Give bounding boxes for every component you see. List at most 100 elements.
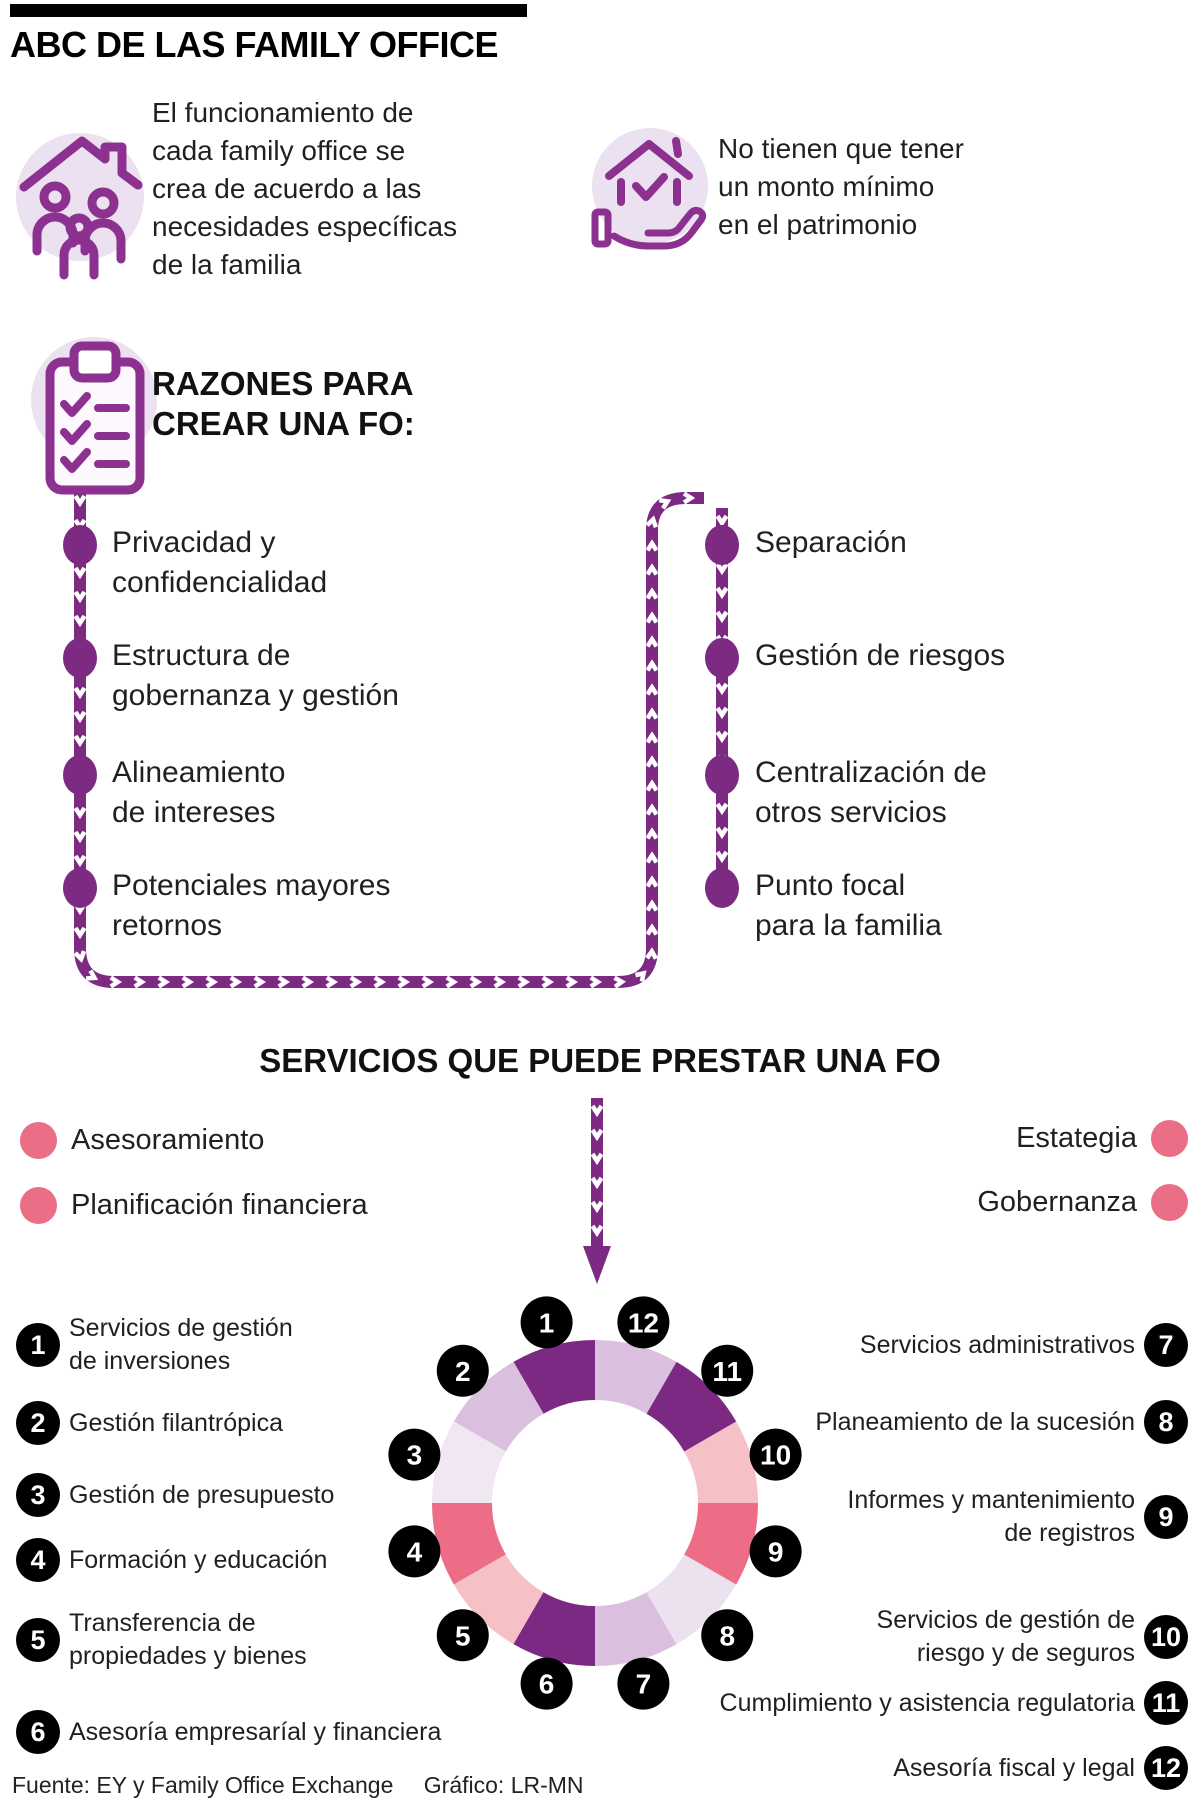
intro-left-line: de la familia <box>152 249 302 280</box>
donut-number-badge <box>701 1344 754 1397</box>
chain-dot-icon <box>705 755 739 795</box>
service-list-line: Cumplimiento y asistencia regulatoria <box>719 1688 1135 1717</box>
service-list-item: Cumplimiento y asistencia regulatoria 11 <box>720 1666 1188 1740</box>
donut-segment <box>684 1421 758 1503</box>
arrow-down-icon <box>583 1246 611 1284</box>
intro-left-text: El funcionamiento de cada family office s… <box>152 94 457 284</box>
service-list-line: Asesoría fiscal y legal <box>893 1753 1135 1782</box>
intro-right-line: en el patrimonio <box>718 209 918 240</box>
svg-text:1: 1 <box>539 1307 555 1338</box>
service-list-item: 2 Gestión filantrópica <box>16 1386 283 1460</box>
services-title: SERVICIOS QUE PUEDE PRESTAR UNA FO <box>259 1042 941 1079</box>
chain-dot-icon <box>705 525 739 565</box>
svg-text:2: 2 <box>455 1356 471 1387</box>
donut-number-badge <box>520 1657 573 1710</box>
intro-left-line: El funcionamiento de <box>152 97 414 128</box>
reason-item: Estructura de gobernanza y gestión <box>112 636 399 716</box>
service-list-label: Informes y mantenimiento de registros <box>847 1484 1135 1550</box>
service-tag: Planificación financiera <box>20 1185 368 1225</box>
svg-text:8: 8 <box>719 1620 735 1651</box>
service-tag-label: Planificación financiera <box>71 1188 368 1221</box>
service-list-label: Transferencia de propiedades y bienes <box>69 1607 307 1673</box>
reason-line: Gestión de riesgos <box>755 639 1006 672</box>
service-list-line: propiedades y bienes <box>69 1642 307 1670</box>
reason-line: Privacidad y <box>112 526 276 559</box>
intro-right-line: un monto mínimo <box>718 171 935 202</box>
donut-number-badge <box>701 1609 754 1662</box>
service-number-badge: 1 <box>16 1323 60 1367</box>
reason-line: Separación <box>755 526 907 559</box>
donut-number-badge <box>388 1525 441 1578</box>
pink-dot-icon <box>20 1121 57 1159</box>
reason-line: gobernanza y gestión <box>112 679 399 712</box>
intro-left-line: crea de acuerdo a las <box>152 173 422 204</box>
service-number-badge: 5 <box>16 1618 60 1662</box>
donut-segment <box>453 1554 544 1645</box>
service-tag: Asesoramiento <box>20 1120 264 1160</box>
service-list-line: Servicios de gestión de <box>876 1606 1135 1634</box>
service-list-line: riesgo y de seguros <box>916 1639 1135 1667</box>
service-tag: Gobernanza <box>977 1182 1188 1222</box>
service-list-item: Servicios de gestión de riesgo y de segur… <box>877 1600 1188 1674</box>
chain-dot-icon <box>705 868 739 908</box>
donut-segment <box>432 1421 506 1503</box>
service-number-badge: 11 <box>1144 1681 1188 1725</box>
service-number-badge: 12 <box>1144 1746 1188 1790</box>
chain-dot-icon <box>63 638 97 678</box>
service-number-badge: 2 <box>16 1401 60 1445</box>
service-list-line: Gestión de presupuesto <box>69 1480 335 1509</box>
donut-segment <box>513 1592 595 1666</box>
service-list-label: Servicios de gestión de riesgo y de segur… <box>877 1604 1135 1670</box>
donut-segment <box>432 1503 506 1585</box>
service-number-badge: 4 <box>16 1538 60 1582</box>
service-list-label: Cumplimiento y asistencia regulatoria <box>720 1687 1135 1720</box>
donut-number-badge <box>749 1428 802 1481</box>
service-tag-label: Gobernanza <box>977 1185 1137 1218</box>
reason-line: para la familia <box>755 909 942 942</box>
reason-line: Estructura de <box>112 639 291 672</box>
donut-number-badge <box>617 1657 670 1710</box>
service-list-label: Gestión filantrópica <box>69 1407 283 1440</box>
pink-dot-icon <box>1151 1119 1188 1157</box>
donut-number-badge <box>436 1344 489 1397</box>
svg-text:3: 3 <box>407 1440 423 1471</box>
service-list-item: Planeamiento de la sucesión 8 <box>815 1385 1188 1459</box>
service-number-badge: 8 <box>1144 1400 1188 1444</box>
service-list-label: Servicios administrativos <box>860 1329 1135 1362</box>
service-list-line: Informes y mantenimiento <box>847 1486 1135 1514</box>
svg-text:6: 6 <box>539 1669 555 1700</box>
footer-credit: Gráfico: LR-MN <box>423 1772 584 1798</box>
donut-number-badge <box>749 1525 802 1578</box>
svg-text:5: 5 <box>455 1620 471 1651</box>
family-house-icon <box>16 133 144 280</box>
service-list-line: de registros <box>1004 1519 1135 1547</box>
service-list-label: Gestión de presupuesto <box>69 1479 334 1512</box>
footer-source: Fuente: EY y Family Office Exchange <box>12 1772 394 1798</box>
reason-line: confidencialidad <box>112 566 328 599</box>
service-list-item: 5 Transferencia de propiedades y bienes <box>16 1603 307 1677</box>
donut-segment <box>453 1361 544 1452</box>
donut-segment <box>646 1554 737 1645</box>
intro-left-line: cada family office se <box>152 135 406 166</box>
reasons-title-line: RAZONES PARA <box>152 365 414 402</box>
donut-segment <box>595 1592 677 1666</box>
donut-number-badge <box>520 1296 573 1349</box>
service-list-label: Formación y educación <box>69 1544 327 1577</box>
service-tag-label: Asesoramiento <box>71 1123 265 1156</box>
service-list-label: Planeamiento de la sucesión <box>815 1406 1135 1439</box>
chain-dot-icon <box>63 755 97 795</box>
donut-number-badge <box>617 1296 670 1349</box>
service-list-line: Planeamiento de la sucesión <box>815 1407 1135 1436</box>
service-list-line: Gestión filantrópica <box>69 1408 284 1437</box>
service-number-badge: 3 <box>16 1473 60 1517</box>
svg-text:9: 9 <box>768 1536 784 1567</box>
svg-text:10: 10 <box>760 1440 791 1471</box>
service-list-line: Transferencia de <box>69 1609 256 1637</box>
chain-dot-icon <box>63 525 97 565</box>
